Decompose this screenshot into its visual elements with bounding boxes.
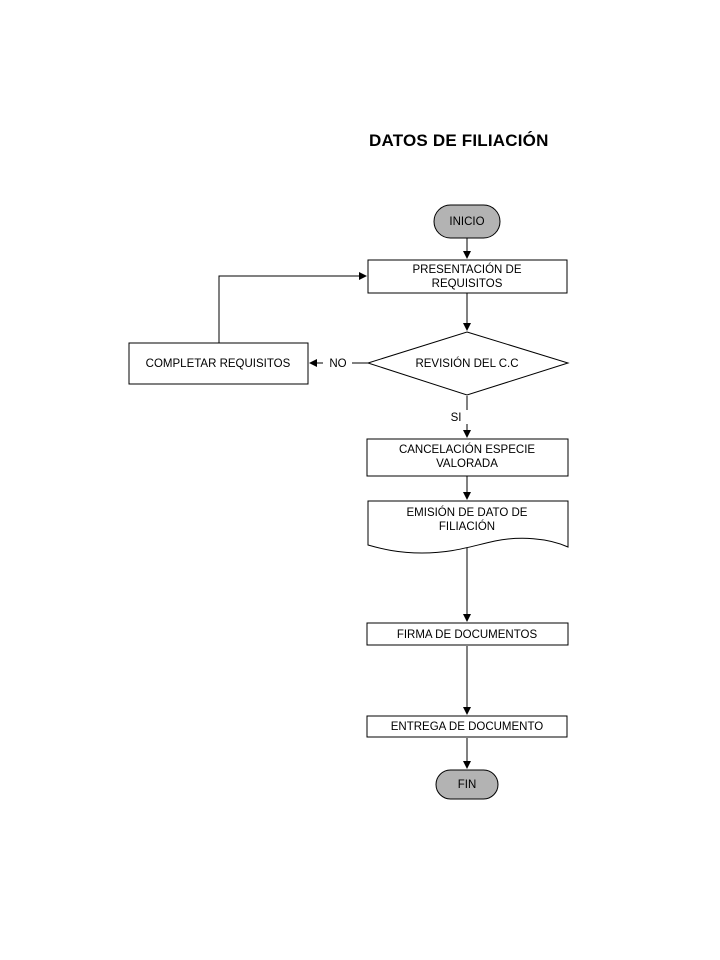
node-presentacion: PRESENTACIÓN DE REQUISITOS (367, 259, 568, 294)
node-revision: REVISIÓN DEL C.C (366, 331, 570, 396)
edge-label-no: NO (329, 358, 346, 370)
process-box (366, 715, 568, 738)
node-presentacion-label-line1: PRESENTACIÓN DE (412, 263, 521, 276)
node-fin-label: FIN (458, 779, 477, 791)
node-cancelacion: CANCELACIÓN ESPECIE VALORADA (366, 438, 569, 477)
node-inicio-label: INICIO (449, 216, 484, 228)
edge-completar-presentacion (218, 272, 367, 343)
process-box (366, 622, 569, 646)
terminator-shape (435, 769, 499, 800)
process-box (367, 259, 568, 294)
node-emision: EMISIÓN DE DATO DE FILIACIÓN (367, 500, 569, 554)
process-box (366, 438, 569, 477)
node-entrega-label: ENTREGA DE DOCUMENTO (391, 721, 544, 733)
node-emision-label-line2: FILIACIÓN (439, 520, 495, 533)
node-completar-label: COMPLETAR REQUISITOS (146, 358, 291, 370)
node-emision-label-line1: EMISIÓN DE DATO DE (407, 506, 528, 519)
diagram-title: DATOS DE FILIACIÓN (369, 131, 549, 150)
decision-shape (366, 331, 570, 396)
node-entrega: ENTREGA DE DOCUMENTO (366, 715, 568, 738)
node-revision-label: REVISIÓN DEL C.C (415, 357, 518, 370)
document-shape (367, 500, 569, 554)
node-firma: FIRMA DE DOCUMENTOS (366, 622, 569, 646)
edge-label-si: SI (451, 412, 462, 424)
node-cancelacion-label-line1: CANCELACIÓN ESPECIE (399, 443, 535, 456)
node-cancelacion-label-line2: VALORADA (436, 458, 498, 470)
node-presentacion-label-line2: REQUISITOS (432, 278, 503, 290)
node-fin: FIN (435, 769, 499, 800)
node-inicio: INICIO (433, 204, 501, 239)
node-firma-label: FIRMA DE DOCUMENTOS (397, 629, 538, 641)
process-box (128, 342, 309, 385)
node-completar: COMPLETAR REQUISITOS (128, 342, 309, 385)
connectors (218, 238, 471, 769)
terminator-shape (433, 204, 501, 239)
